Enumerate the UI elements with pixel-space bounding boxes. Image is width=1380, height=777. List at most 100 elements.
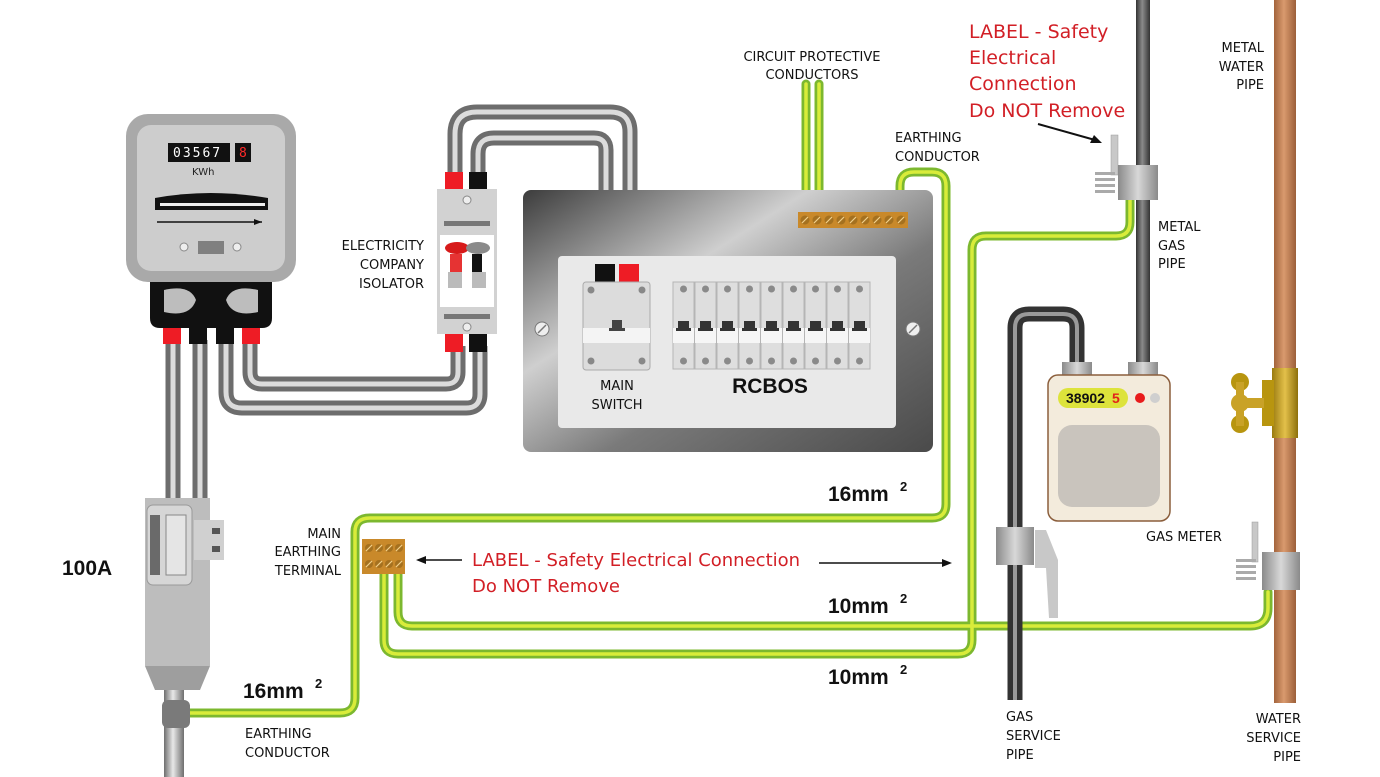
svg-text:SERVICE: SERVICE (1006, 729, 1061, 744)
electricity-company-isolator (437, 172, 497, 352)
svg-text:Do NOT Remove: Do NOT Remove (472, 576, 620, 597)
rcbo-toggle[interactable] (854, 321, 865, 328)
svg-text:Do NOT Remove: Do NOT Remove (969, 100, 1125, 122)
arrow-right-icon (254, 219, 262, 225)
svg-text:MAIN: MAIN (307, 527, 341, 542)
svg-text:WATER: WATER (1256, 712, 1301, 727)
svg-text:PIPE: PIPE (1273, 750, 1301, 765)
fuse-rating-label: 100A (62, 557, 112, 580)
meter-tails (165, 104, 638, 700)
svg-text:PIPE: PIPE (1158, 257, 1186, 272)
rcbo-breaker[interactable] (738, 281, 761, 370)
meter-disc (155, 193, 268, 210)
rcbo-breaker[interactable] (672, 281, 695, 370)
indicator-red-icon (1135, 393, 1145, 403)
gas-service-pipe (996, 306, 1092, 700)
rcbo-breaker[interactable] (848, 281, 871, 370)
warning-label-top-right: LABEL - Safety Electrical Connection Do … (969, 21, 1125, 143)
rcbo-toggle[interactable] (832, 321, 843, 328)
metal-gas-pipe-label: METAL GAS PIPE (1158, 220, 1201, 272)
svg-text:METAL: METAL (1222, 41, 1265, 56)
svg-text:EARTHING: EARTHING (895, 131, 962, 146)
meter-reading: 03567 (173, 146, 222, 161)
main-earthing-terminal (362, 539, 405, 574)
earth-bar (798, 212, 908, 228)
cable-size-16-earthing: 16mm 2 (243, 676, 322, 703)
rcbo-breaker[interactable] (716, 281, 739, 370)
rcbo-breaker[interactable] (782, 281, 805, 370)
cable-size-16-met-cu: 16mm 2 (828, 479, 907, 506)
rcbo-row (672, 281, 871, 370)
svg-text:CIRCUIT PROTECTIVE: CIRCUIT PROTECTIVE (743, 50, 880, 65)
arrow-left-icon (416, 556, 426, 564)
svg-text:CONDUCTORS: CONDUCTORS (765, 68, 858, 83)
svg-text:Electrical: Electrical (969, 47, 1056, 69)
gas-meter-reading-last-digit: 5 (1112, 390, 1120, 406)
water-pipe-bonding-clamp (1236, 521, 1300, 590)
gas-pipe-bonding-clamp (1095, 134, 1158, 200)
meter-unit: KWh (192, 167, 214, 178)
gas-service-pipe-label: GAS SERVICE PIPE (1006, 710, 1061, 763)
svg-text:PIPE: PIPE (1006, 748, 1034, 763)
svg-text:2: 2 (900, 591, 907, 606)
water-stopcock[interactable] (1231, 368, 1298, 438)
electricity-meter: 03567 8 KWh (126, 114, 296, 344)
svg-text:MAIN: MAIN (600, 379, 634, 394)
rcbo-toggle[interactable] (700, 321, 711, 328)
rcbo-breaker[interactable] (760, 281, 783, 370)
gas-valve-lever (1035, 530, 1058, 618)
svg-text:GAS: GAS (1158, 239, 1185, 254)
earthing-conductor-label-top: EARTHING CONDUCTOR (895, 131, 980, 165)
gas-meter: 38902 5 (1047, 374, 1171, 522)
rcbos-label: RCBOS (732, 375, 808, 398)
svg-text:ELECTRICITY: ELECTRICITY (342, 239, 424, 254)
svg-text:LABEL - Safety: LABEL - Safety (969, 21, 1108, 43)
meter-counter (168, 143, 230, 162)
svg-text:16mm: 16mm (243, 680, 304, 703)
svg-text:TERMINAL: TERMINAL (274, 564, 342, 579)
svg-text:EARTHING: EARTHING (274, 545, 341, 560)
svg-text:SWITCH: SWITCH (592, 398, 643, 413)
svg-text:Connection: Connection (969, 73, 1077, 95)
consumer-unit (523, 190, 933, 452)
rcbo-breaker[interactable] (694, 281, 717, 370)
rcbo-toggle[interactable] (810, 321, 821, 328)
water-service-pipe-label: WATER SERVICE PIPE (1246, 712, 1301, 765)
arrow-right-icon (942, 559, 952, 567)
meter-reading-last-digit: 8 (239, 146, 247, 161)
cable-size-10-water: 10mm 2 (828, 591, 907, 618)
svg-text:10mm: 10mm (828, 666, 889, 689)
svg-text:2: 2 (315, 676, 322, 691)
isolator-label: ELECTRICITY COMPANY ISOLATOR (342, 239, 424, 292)
svg-text:LABEL - Safety Electrical Conn: LABEL - Safety Electrical Connection (472, 550, 800, 571)
svg-text:2: 2 (900, 479, 907, 494)
metal-water-pipe (1274, 0, 1296, 703)
metal-water-pipe-label: METAL WATER PIPE (1219, 41, 1265, 93)
rcbo-toggle[interactable] (744, 321, 755, 328)
cpc-label: CIRCUIT PROTECTIVE CONDUCTORS (743, 50, 880, 83)
svg-text:GAS: GAS (1006, 710, 1033, 725)
met-label: MAIN EARTHING TERMINAL (274, 527, 342, 579)
rcbo-breaker[interactable] (826, 281, 849, 370)
rcbo-toggle[interactable] (722, 321, 733, 328)
rcbo-breaker[interactable] (804, 281, 827, 370)
main-switch-label: MAIN SWITCH (592, 379, 643, 413)
main-switch[interactable] (582, 264, 651, 371)
svg-text:ISOLATOR: ISOLATOR (359, 277, 424, 292)
svg-text:PIPE: PIPE (1236, 78, 1264, 93)
svg-text:CONDUCTOR: CONDUCTOR (895, 150, 980, 165)
gas-meter-reading: 38902 (1066, 390, 1105, 406)
svg-text:METAL: METAL (1158, 220, 1201, 235)
rcbo-toggle[interactable] (788, 321, 799, 328)
svg-text:WATER: WATER (1219, 60, 1264, 75)
service-cutout (145, 498, 224, 777)
indicator-grey-icon (1150, 393, 1160, 403)
cable-size-10-gas: 10mm 2 (828, 662, 907, 689)
earthing-conductor-label-bottom: EARTHING CONDUCTOR (245, 727, 330, 761)
rcbo-toggle[interactable] (766, 321, 777, 328)
svg-text:SERVICE: SERVICE (1246, 731, 1301, 746)
gas-meter-label: GAS METER (1146, 530, 1222, 545)
svg-text:EARTHING: EARTHING (245, 727, 312, 742)
rcbo-toggle[interactable] (678, 321, 689, 328)
earth-cables (185, 79, 1273, 718)
